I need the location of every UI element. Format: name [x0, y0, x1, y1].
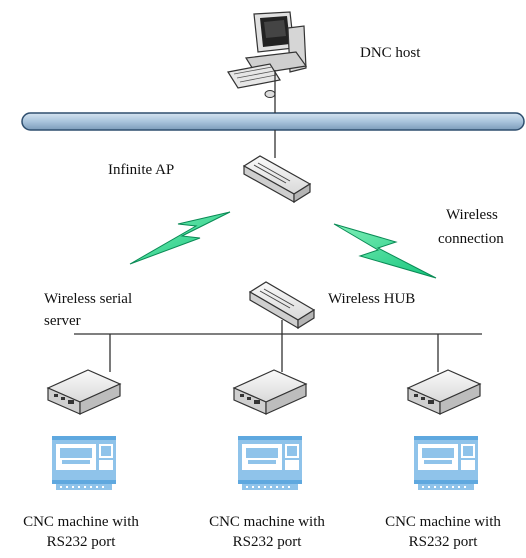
wireless-connection-label-line2: connection [438, 231, 504, 247]
wireless-serial-server-label-line2: server [44, 313, 81, 329]
serial-server-icon [233, 369, 307, 415]
serial-server-icon [407, 369, 481, 415]
wireless-hub-icon [248, 281, 316, 330]
access-point-icon [242, 155, 312, 204]
cnc-machine-icon [238, 436, 302, 490]
wireless-hub-label: Wireless HUB [328, 291, 416, 307]
cnc-machine-label-1-line2: RS232 port [46, 534, 116, 550]
cnc-machine-icon [52, 436, 116, 490]
dnc-host-label: DNC host [360, 45, 421, 61]
cnc-machine-label-2-line2: RS232 port [232, 534, 302, 550]
cnc-machine-label-1-line1: CNC machine with [23, 514, 139, 530]
cnc-machine-icon [414, 436, 478, 490]
ethernet-backbone [21, 112, 525, 131]
wireless-connection-label-line1: Wireless [446, 207, 498, 223]
wireless-serial-server-label-line1: Wireless serial [44, 291, 133, 307]
infinite-ap-label: Infinite AP [108, 162, 175, 178]
cnc-machine-label-3-line1: CNC machine with [385, 514, 501, 530]
desktop-computer-icon [227, 11, 308, 98]
cnc-machine-label-2-line1: CNC machine with [209, 514, 325, 530]
lightning-bolt-icon [129, 211, 231, 265]
lightning-bolt-icon [333, 223, 437, 279]
serial-server-icon [47, 369, 121, 415]
cnc-machine-label-3-line2: RS232 port [408, 534, 478, 550]
